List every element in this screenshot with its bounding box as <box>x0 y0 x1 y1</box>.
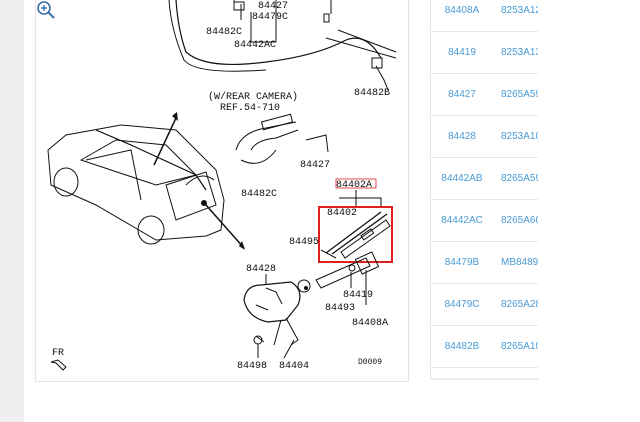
table-row[interactable]: 84479B MB84890 <box>431 242 539 284</box>
label-84498: 84498 <box>237 361 267 372</box>
part-number-link[interactable]: 84482B <box>444 341 480 352</box>
label-84495: 84495 <box>289 237 319 248</box>
label-84428: 84428 <box>246 264 276 275</box>
left-gutter <box>0 0 24 422</box>
part-number-link[interactable]: 84419 <box>448 47 476 58</box>
fr-arrow-icon <box>50 359 67 371</box>
part-code-link[interactable]: MB84890 <box>501 257 539 268</box>
label-84482B: 84482B <box>354 88 390 99</box>
part-code-link[interactable]: 8265A60 <box>501 215 539 226</box>
part-number-link[interactable]: 84479C <box>444 299 480 310</box>
fr-label: FR <box>52 348 64 359</box>
label-84402A: 84402A <box>336 180 372 191</box>
ref-note: REF.54-710 <box>220 103 280 114</box>
part-number-link[interactable]: 84442AC <box>441 215 483 226</box>
label-84482C-mid: 84482C <box>241 189 277 200</box>
part-code-link[interactable]: 8265A59 <box>501 89 539 100</box>
part-number-link[interactable]: 84428 <box>448 131 476 142</box>
table-row[interactable]: 84482B 8265A10 <box>431 326 539 368</box>
table-row[interactable]: 84479C 8265A28 <box>431 284 539 326</box>
label-84482C-top: 84482C <box>206 27 242 38</box>
label-84427-top: 84427 <box>258 1 288 12</box>
table-row[interactable]: 84427 8265A59 <box>431 74 539 116</box>
table-row[interactable]: 84408A 8253A12 <box>431 0 539 32</box>
part-code-link[interactable]: 8265A59 <box>501 173 539 184</box>
parts-table: 84408A 8253A12 84419 8253A13 84427 8265A… <box>430 0 540 380</box>
diagram-code: D0009 <box>358 358 382 367</box>
part-number-link[interactable]: 84479B <box>444 257 480 268</box>
table-row[interactable]: 84442AC 8265A60 <box>431 200 539 242</box>
label-84493: 84493 <box>325 303 355 314</box>
label-84479C: 84479C <box>252 12 288 23</box>
part-number-link[interactable]: 84408A <box>444 5 480 16</box>
part-code-link[interactable]: 8253A13 <box>501 47 539 58</box>
table-row[interactable]: 84442AB 8265A59 <box>431 158 539 200</box>
table-row[interactable]: 84428 8253A10 <box>431 116 539 158</box>
wiper-parts-diagram: 84427 84479C 84482C 84442AC 84482B (W/RE… <box>47 0 397 372</box>
table-bottom-divider <box>430 378 538 380</box>
label-84402: 84402 <box>327 208 357 219</box>
part-code-link[interactable]: 8265A28 <box>501 299 539 310</box>
right-blank-area <box>538 0 640 422</box>
part-number-link[interactable]: 84427 <box>448 89 476 100</box>
label-84404: 84404 <box>279 361 309 372</box>
part-number-link[interactable]: 84442AB <box>441 173 483 184</box>
part-code-link[interactable]: 8253A12 <box>501 5 539 16</box>
parts-diagram-panel: 84427 84479C 84482C 84442AC 84482B (W/RE… <box>35 0 409 382</box>
rear-camera-note: (W/REAR CAMERA) <box>208 91 298 103</box>
label-84427-mid: 84427 <box>300 160 330 171</box>
zoom-in-icon[interactable] <box>36 0 56 20</box>
label-84408A: 84408A <box>352 318 388 329</box>
label-84442AC: 84442AC <box>234 40 276 51</box>
part-code-link[interactable]: 8253A10 <box>501 131 539 142</box>
table-row[interactable]: 84419 8253A13 <box>431 32 539 74</box>
highlight-box <box>318 206 393 263</box>
label-84419: 84419 <box>343 290 373 301</box>
part-code-link[interactable]: 8265A10 <box>501 341 539 352</box>
